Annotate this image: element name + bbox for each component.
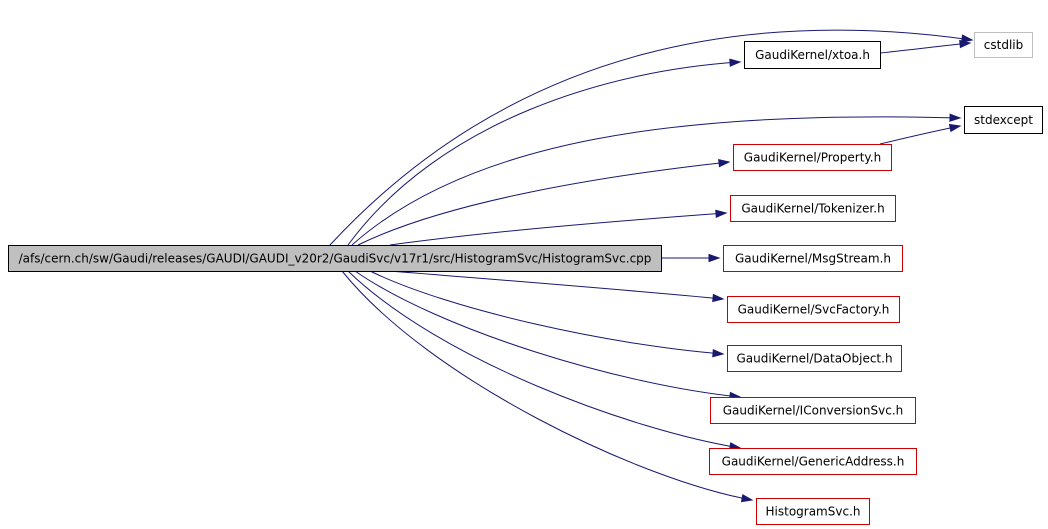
node-box bbox=[727, 345, 902, 372]
edge-root-msgstream bbox=[661, 253, 721, 263]
edge-property-stdexcept bbox=[879, 123, 962, 145]
edge-root-iconversionsvc bbox=[354, 270, 742, 401]
arrowhead bbox=[712, 293, 725, 303]
arrowhead bbox=[718, 158, 731, 168]
node-histogramsvc_h[interactable]: HistogramSvc.h bbox=[756, 498, 870, 525]
edge-line bbox=[341, 270, 753, 501]
arrowhead bbox=[961, 34, 974, 43]
node-label: /afs/cern.ch/sw/Gaudi/releases/GAUDI/GAU… bbox=[19, 252, 652, 266]
edge-line bbox=[354, 270, 741, 398]
edge-line bbox=[879, 125, 961, 145]
edge-line bbox=[369, 270, 724, 355]
node-label: GaudiKernel/DataObject.h bbox=[736, 352, 892, 366]
node-genericaddress[interactable]: GaudiKernel/GenericAddress.h bbox=[709, 448, 917, 475]
node-dataobject[interactable]: GaudiKernel/DataObject.h bbox=[727, 345, 902, 372]
node-stdexcept[interactable]: stdexcept bbox=[964, 106, 1043, 134]
node-box bbox=[733, 144, 892, 171]
node-box bbox=[8, 245, 662, 272]
arrowhead bbox=[729, 58, 742, 67]
node-tokenizer[interactable]: GaudiKernel/Tokenizer.h bbox=[730, 195, 896, 222]
node-label: GaudiKernel/SvcFactory.h bbox=[738, 303, 890, 317]
node-box bbox=[727, 296, 900, 323]
edge-root-xtoa bbox=[347, 58, 742, 246]
arrowhead bbox=[715, 209, 728, 218]
node-xtoa[interactable]: GaudiKernel/xtoa.h bbox=[744, 41, 881, 69]
arrowhead bbox=[959, 39, 972, 49]
node-label: GaudiKernel/Property.h bbox=[744, 151, 881, 165]
node-label: stdexcept bbox=[974, 113, 1033, 127]
node-box bbox=[730, 195, 896, 222]
arrowhead bbox=[948, 123, 962, 133]
edge-root-svcfactory bbox=[389, 270, 725, 303]
edge-line bbox=[879, 42, 971, 54]
edge-line bbox=[329, 29, 973, 246]
node-box bbox=[964, 106, 1043, 134]
edge-line bbox=[347, 270, 741, 449]
arrowhead bbox=[949, 113, 962, 122]
node-label: GaudiKernel/IConversionSvc.h bbox=[723, 404, 904, 418]
edge-root-dataobject bbox=[369, 270, 725, 358]
edge-root-genericaddress bbox=[347, 270, 742, 451]
node-box bbox=[709, 448, 917, 475]
edge-line bbox=[357, 161, 730, 246]
nodes-layer: /afs/cern.ch/sw/Gaudi/releases/GAUDI/GAU… bbox=[8, 32, 1043, 525]
node-label: GaudiKernel/Tokenizer.h bbox=[741, 202, 884, 216]
edge-line bbox=[389, 212, 727, 246]
arrowhead bbox=[740, 494, 754, 503]
arrowhead bbox=[708, 253, 721, 263]
node-root: /afs/cern.ch/sw/Gaudi/releases/GAUDI/GAU… bbox=[8, 245, 662, 272]
node-msgstream[interactable]: GaudiKernel/MsgStream.h bbox=[723, 245, 903, 272]
edge-root-tokenizer bbox=[389, 209, 728, 246]
node-cstdlib[interactable]: cstdlib bbox=[974, 32, 1033, 58]
node-label: cstdlib bbox=[984, 38, 1023, 52]
edge-xtoa-cstdlib bbox=[879, 39, 972, 54]
arrowhead bbox=[712, 348, 725, 358]
edge-root-cstdlib bbox=[329, 29, 974, 246]
node-label: GaudiKernel/GenericAddress.h bbox=[722, 455, 905, 469]
node-label: GaudiKernel/xtoa.h bbox=[755, 48, 870, 62]
node-box bbox=[710, 397, 916, 424]
edge-line bbox=[389, 270, 724, 300]
node-box bbox=[744, 41, 881, 69]
edge-root-property bbox=[357, 158, 731, 246]
node-label: HistogramSvc.h bbox=[766, 505, 861, 519]
node-box bbox=[756, 498, 870, 525]
edge-line bbox=[351, 116, 961, 246]
edge-root-stdexcept bbox=[351, 113, 962, 246]
edge-line bbox=[347, 61, 741, 246]
node-svcfactory[interactable]: GaudiKernel/SvcFactory.h bbox=[727, 296, 900, 323]
node-iconversionsvc[interactable]: GaudiKernel/IConversionSvc.h bbox=[710, 397, 916, 424]
edge-root-histogramsvc_h bbox=[341, 270, 754, 503]
node-label: GaudiKernel/MsgStream.h bbox=[735, 252, 891, 266]
node-property[interactable]: GaudiKernel/Property.h bbox=[733, 144, 892, 171]
node-box bbox=[974, 32, 1033, 58]
edges-layer bbox=[329, 29, 974, 503]
node-box bbox=[723, 245, 903, 272]
